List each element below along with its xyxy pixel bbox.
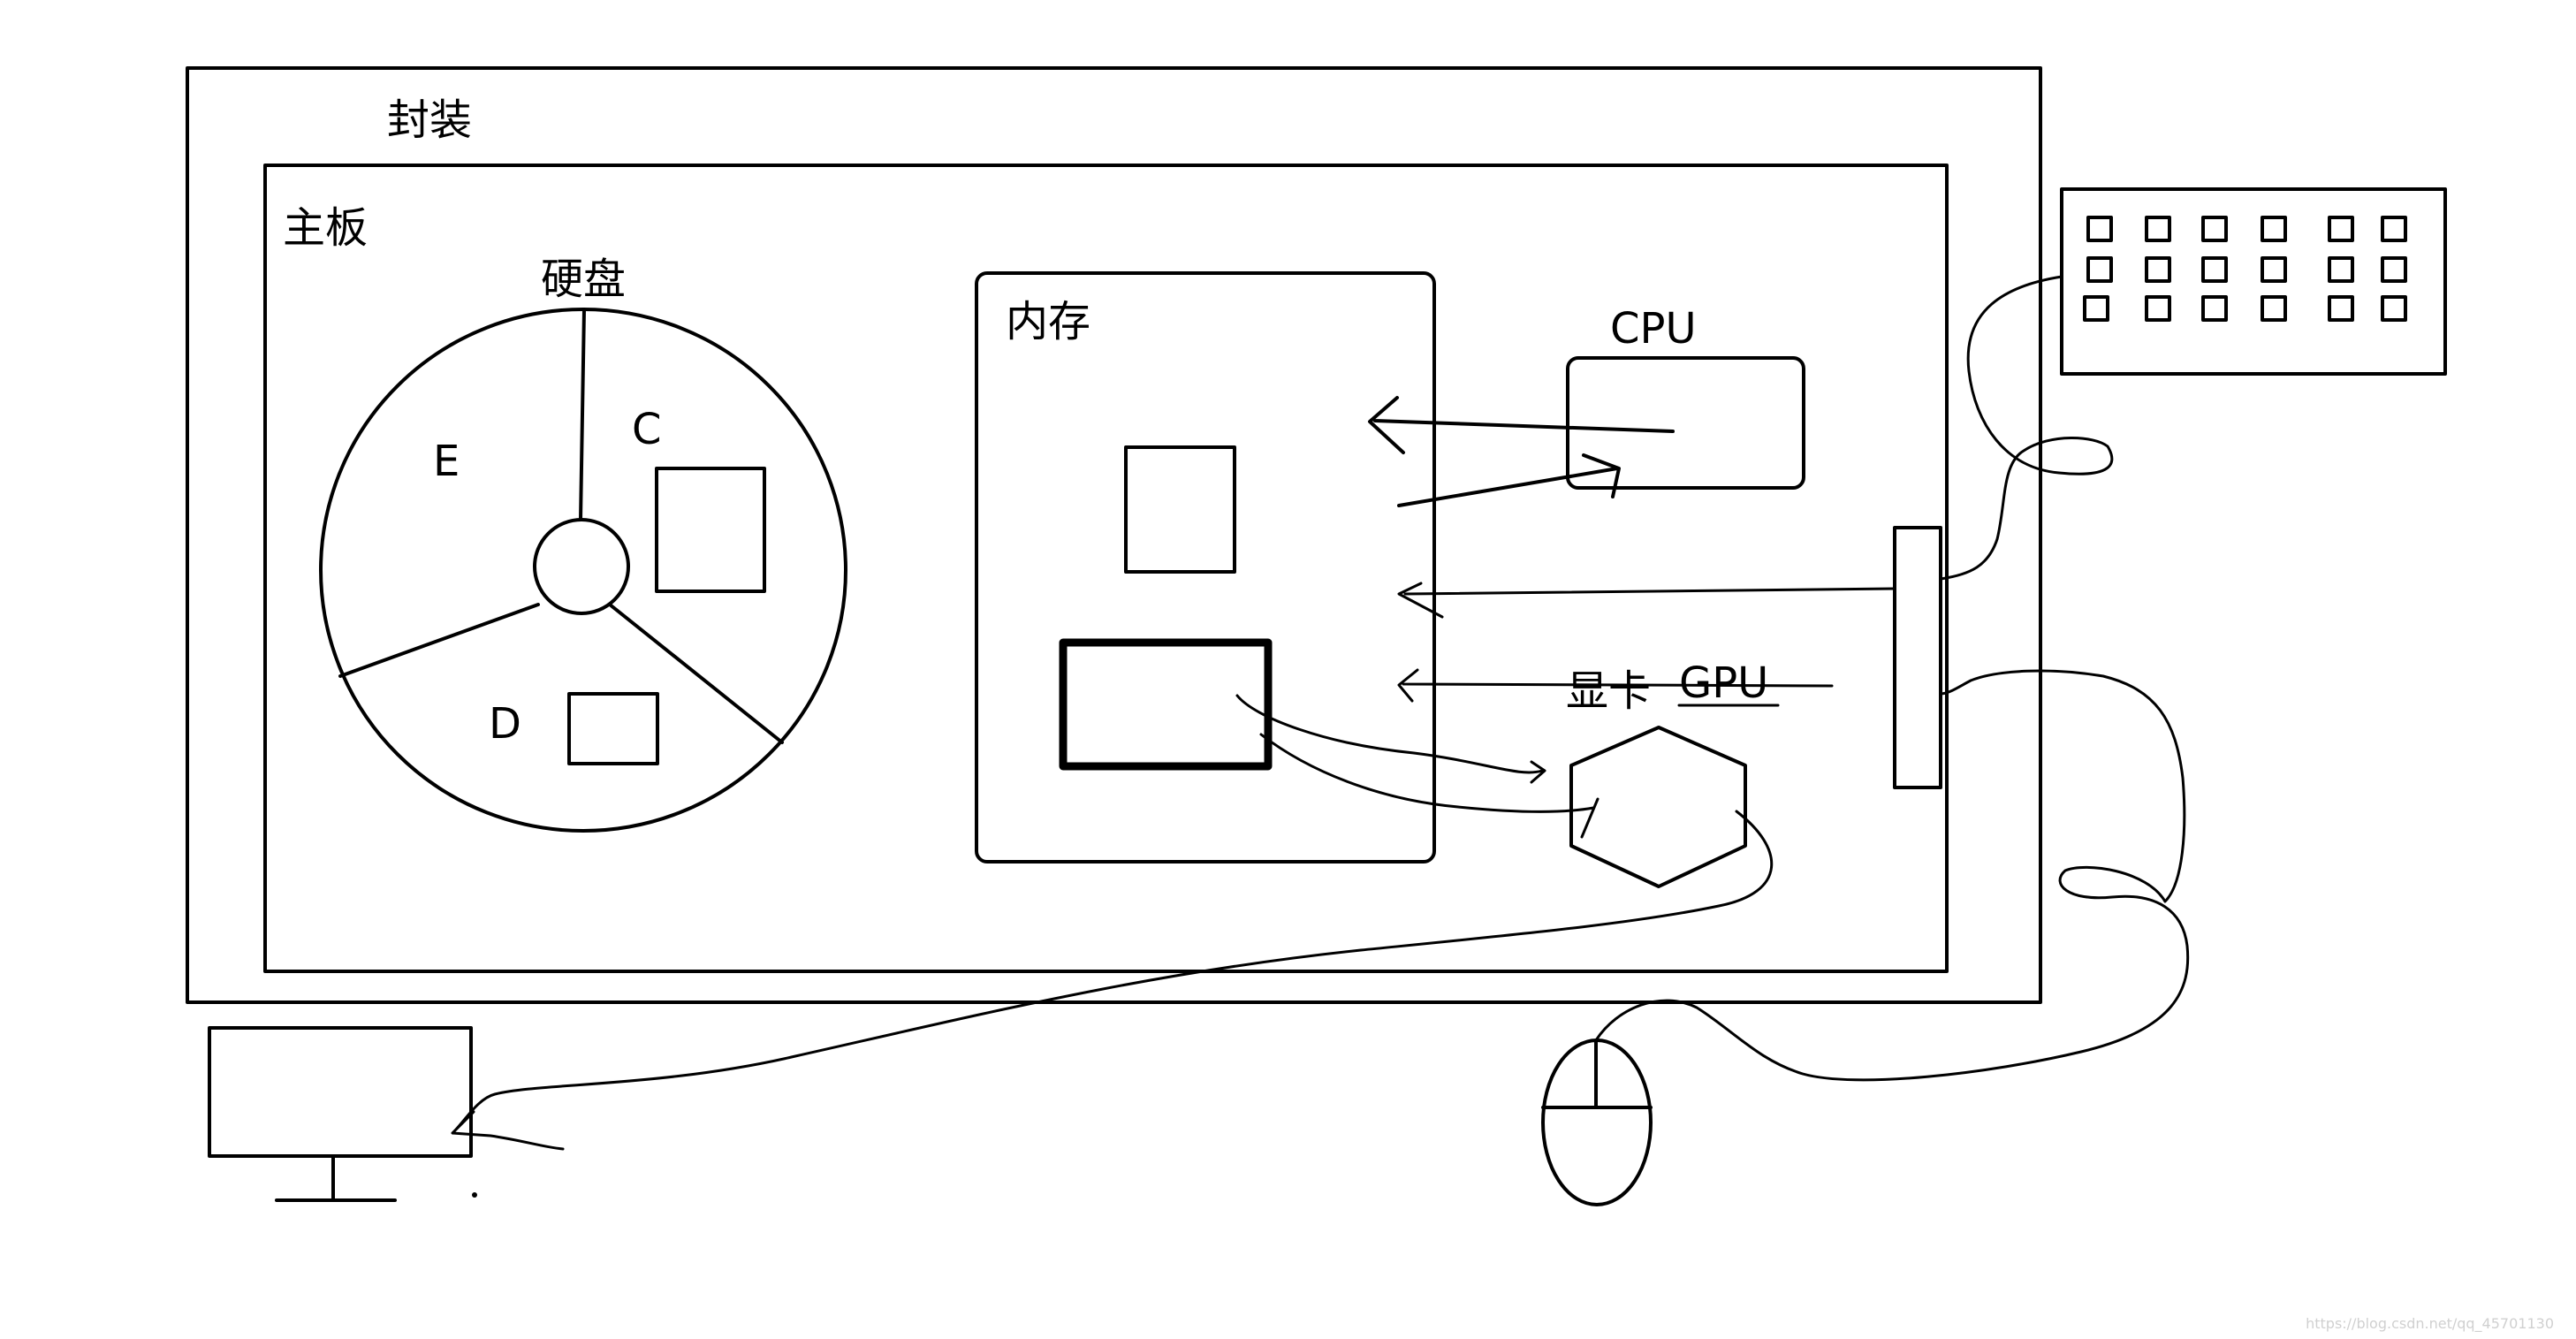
keyboard-key <box>2145 256 2171 283</box>
mouse <box>1541 1038 1653 1206</box>
keyboard-key <box>2328 256 2354 283</box>
keyboard-cable <box>1939 275 2114 581</box>
keyboard-key <box>2328 216 2354 242</box>
gpu-label: GPU <box>1679 658 1768 708</box>
keyboard-key <box>2201 295 2228 322</box>
keyboard <box>2060 187 2447 376</box>
graphics-card-label: 显卡 <box>1566 666 1651 716</box>
monitor-screen <box>208 1026 473 1158</box>
hard-disk-spindle <box>533 518 630 615</box>
package-label: 封装 <box>387 95 472 145</box>
keyboard-key <box>2201 216 2228 242</box>
keyboard-key <box>2381 216 2407 242</box>
keyboard-keys <box>2083 216 2407 322</box>
keyboard-key <box>2261 216 2287 242</box>
keyboard-key <box>2145 295 2171 322</box>
memory: 内存 <box>975 271 1436 864</box>
drive-c-file <box>655 467 766 593</box>
package-box <box>186 66 2042 1004</box>
partition-divider-top <box>579 308 586 521</box>
drive-c-label: C <box>632 405 662 454</box>
cpu-memory-arrows <box>1368 396 1675 507</box>
cpu: CPU <box>1566 304 1805 490</box>
arrow-io-to-memory-1 <box>1397 582 1896 619</box>
arrow-memory-to-cpu <box>1397 453 1621 507</box>
keyboard-key <box>2083 295 2109 322</box>
memory-label: 内存 <box>1006 297 1090 346</box>
keyboard-key <box>2201 256 2228 283</box>
drive-e-label: E <box>433 437 460 486</box>
keyboard-key <box>2261 295 2287 322</box>
keyboard-key <box>2261 256 2287 283</box>
arrow-io-to-memory-2 <box>1397 668 1834 703</box>
cpu-box <box>1566 356 1805 490</box>
mouse-cable <box>1594 669 2190 1082</box>
monitor-dot <box>472 1192 477 1198</box>
memory-to-gpu-curve-2 <box>1259 733 1600 839</box>
graphics-card: 显卡 GPU <box>1566 658 1780 888</box>
monitor <box>208 1026 477 1202</box>
keyboard-key <box>2381 295 2407 322</box>
keyboard-key <box>2328 295 2354 322</box>
memory-block-program <box>1124 445 1236 574</box>
motherboard-label: 主板 <box>283 203 368 253</box>
keyboard-key <box>2086 216 2113 242</box>
gpu-chip <box>1569 726 1747 888</box>
memory-block-graphics <box>1059 638 1273 771</box>
watermark-text: https://blog.csdn.net/qq_45701130 <box>2306 1315 2554 1333</box>
memory-box <box>975 271 1436 864</box>
keyboard-key <box>2145 216 2171 242</box>
keyboard-key <box>2086 256 2113 283</box>
keyboard-key <box>2381 256 2407 283</box>
gpu-to-monitor-cable <box>451 810 1774 1151</box>
cpu-label: CPU <box>1610 304 1697 354</box>
partition-divider-right <box>608 603 784 744</box>
keyboard-body <box>2060 187 2447 376</box>
partition-divider-left <box>338 603 540 678</box>
arrow-cpu-to-memory <box>1368 396 1675 454</box>
io-port-bar <box>1893 526 1942 789</box>
hard-disk: 硬盘 E C D <box>319 255 847 833</box>
hard-disk-label: 硬盘 <box>541 255 626 304</box>
drive-d-file <box>567 692 659 765</box>
memory-to-gpu-curve <box>1235 694 1546 784</box>
drive-d-label: D <box>489 699 521 749</box>
motherboard-box <box>263 164 1949 973</box>
